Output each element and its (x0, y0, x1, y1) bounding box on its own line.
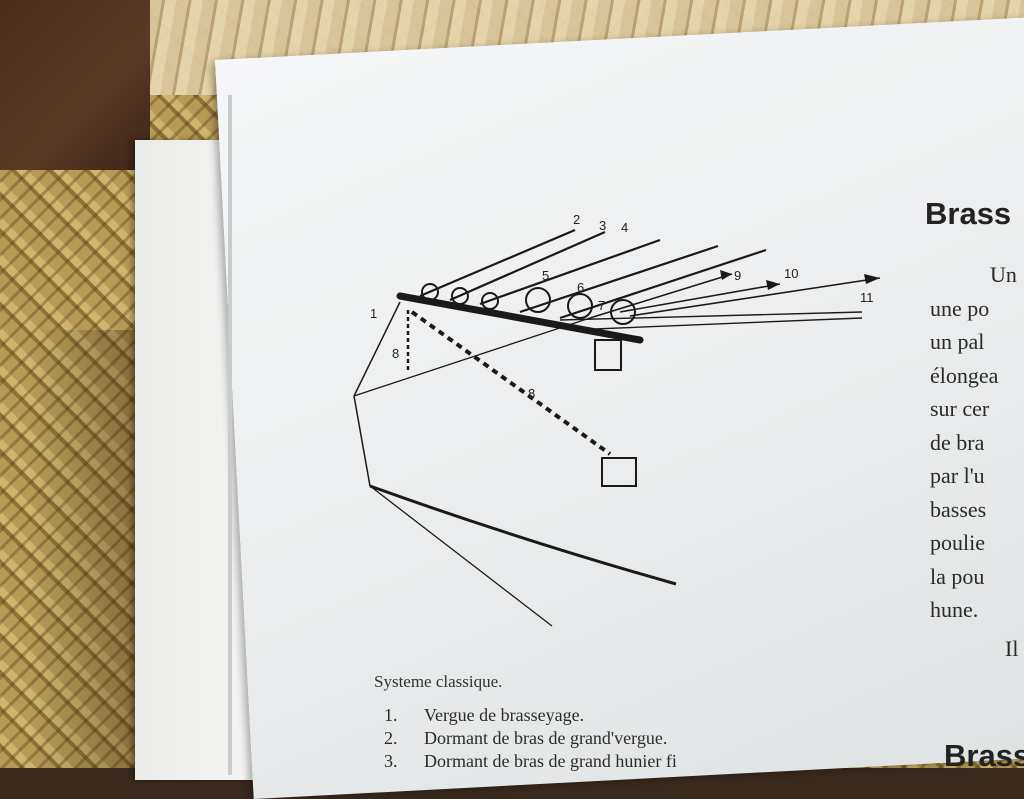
body-line: basses (930, 496, 987, 522)
diagram-label-9: 9 (734, 268, 741, 283)
body-text: Un une po un pal élongea sur cer de bra … (930, 258, 1017, 627)
legend-item: 1.Vergue de brasseyage. (384, 705, 585, 725)
legend-item: 3.Dormant de bras de grand hunier fi (384, 751, 677, 771)
section-heading-next: Brass (944, 738, 1024, 773)
body-line: poulie (930, 530, 985, 555)
rigging-diagram: 1 2 3 4 5 6 7 8 8 9 10 11 (353, 212, 881, 627)
body-line: Un (990, 262, 1017, 287)
body-line: par l'u (930, 463, 985, 488)
diagram-label-8b: 8 (528, 386, 535, 401)
diagram-label-2: 2 (573, 212, 580, 227)
diagram-label-8a: 8 (392, 346, 399, 361)
body-line: de bra (930, 429, 985, 455)
body-line-tail: Il (1005, 636, 1019, 661)
body-line: hune. (930, 597, 979, 622)
page-gutter (228, 95, 232, 775)
diagram-label-5: 5 (542, 268, 549, 283)
body-line: sur cer (930, 396, 990, 421)
diagram-label-3: 3 (599, 218, 606, 233)
diagram-label-1: 1 (370, 306, 377, 321)
dark-wood-frame (0, 0, 150, 170)
diagram-label-4: 4 (621, 220, 628, 235)
figure-caption: Systeme classique. (374, 672, 503, 691)
diagram-label-7: 7 (598, 298, 605, 313)
body-line: élongea (930, 362, 999, 388)
legend-item: 2.Dormant de bras de grand'vergue. (384, 728, 668, 748)
section-heading: Brass (925, 196, 1012, 231)
body-line: un pal (930, 329, 985, 354)
shadow (30, 330, 140, 768)
diagram-label-10: 10 (784, 266, 798, 281)
figure-legend: 1.Vergue de brasseyage. 2.Dormant de bra… (384, 704, 677, 773)
body-line: la pou (930, 563, 985, 589)
diagram-label-11: 11 (860, 290, 874, 305)
body-line: une po (930, 295, 990, 321)
diagram-label-6: 6 (577, 280, 584, 295)
